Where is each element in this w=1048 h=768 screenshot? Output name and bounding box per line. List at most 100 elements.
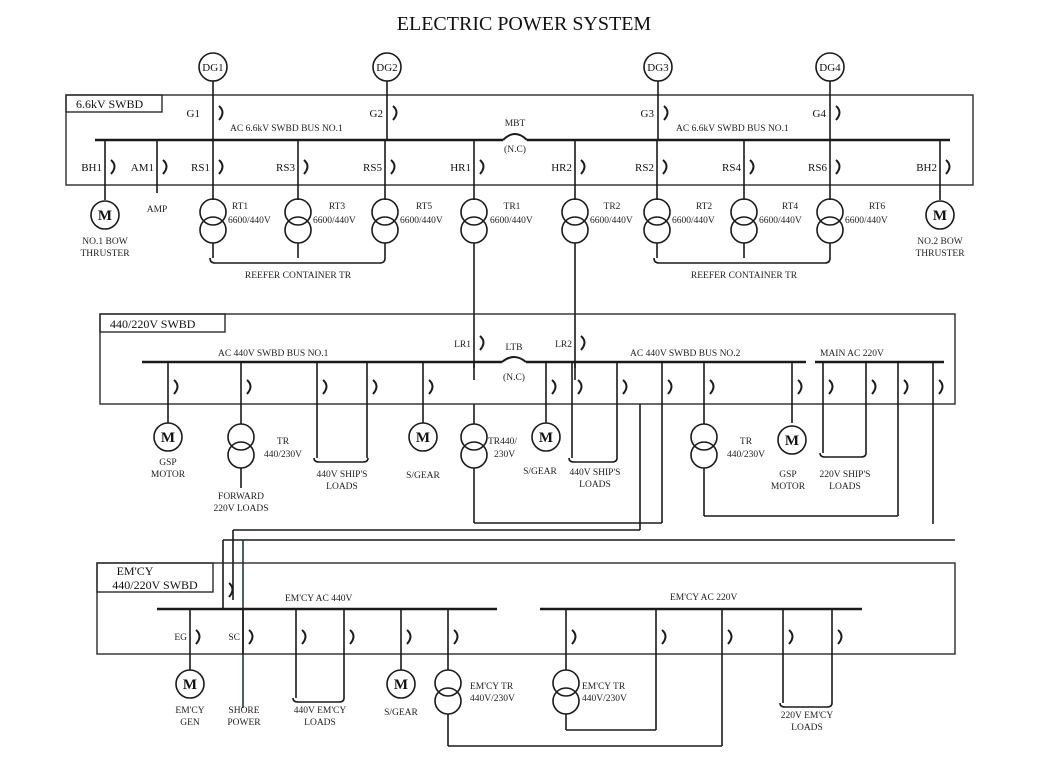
lv-swbd-frame (99, 313, 956, 405)
feeder-hr1: HR1 TR1 6600/440V (450, 140, 533, 244)
feeder-hr2: HR2 TR2 6600/440V (551, 140, 633, 244)
svg-text:S/GEAR: S/GEAR (406, 471, 440, 481)
svg-text:HR2: HR2 (551, 162, 572, 174)
svg-text:EM'CY TR: EM'CY TR (470, 682, 514, 692)
transformer-rt5 (371, 198, 399, 244)
svg-text:MOTOR: MOTOR (151, 470, 186, 480)
em-breaker-4 (343, 609, 355, 654)
svg-text:THRUSTER: THRUSTER (80, 249, 130, 259)
lr2-breaker (580, 335, 586, 351)
lv-breaker-13 (865, 362, 877, 404)
svg-text:M: M (183, 677, 197, 693)
svg-text:FORWARD: FORWARD (218, 492, 264, 502)
svg-text:RS6: RS6 (808, 162, 827, 174)
svg-text:M: M (161, 430, 175, 446)
svg-text:RT3: RT3 (329, 202, 346, 212)
feeder-rs5: RS5 RT5 6600/440V (363, 140, 443, 258)
em-breaker-11 (831, 609, 843, 654)
steering-gear-emergency-motor (386, 669, 416, 699)
svg-text:BH1: BH1 (81, 162, 102, 174)
svg-text:6600/440V: 6600/440V (313, 216, 356, 226)
feeder-rs4: RS4 RT4 6600/440V (722, 140, 802, 258)
feeder-bh2: BH2 M NO.2 BOW THRUSTER (915, 140, 965, 259)
lv-breaker-4 (366, 362, 378, 404)
ltb-state: (N.C) (503, 372, 525, 383)
hv-switchboard: 6.6kV SWBD AC 6.6kV SWBD BUS NO.1 AC 6.6… (65, 52, 974, 281)
breaker-g3-label: G3 (641, 108, 655, 120)
svg-text:220V EM'CY: 220V EM'CY (781, 711, 834, 721)
em-breaker-2 (242, 609, 254, 654)
steering-gear-left-motor (408, 422, 438, 452)
svg-text:RT6: RT6 (869, 202, 886, 212)
svg-text:6600/440V: 6600/440V (228, 216, 271, 226)
reefer-bracket-right (653, 257, 831, 264)
transformer-rt2 (643, 198, 671, 244)
mbt-breaker (502, 133, 528, 141)
svg-text:M: M (933, 208, 947, 224)
sc-label: SC (228, 633, 240, 643)
em-swbd-label-2: 440/220V SWBD (112, 578, 198, 592)
transformer-rt1 (199, 198, 227, 244)
svg-text:RS1: RS1 (191, 162, 210, 174)
lv-breaker-11 (791, 362, 803, 404)
em-loads: M EM'CY GEN SHORE POWER 440V EM'CY LOADS… (175, 654, 834, 747)
reefer-group-right-label: REEFER CONTAINER TR (691, 271, 798, 281)
svg-text:M: M (98, 208, 112, 224)
svg-text:NO.2 BOW: NO.2 BOW (917, 237, 962, 247)
svg-text:LOADS: LOADS (304, 718, 336, 728)
svg-text:DG2: DG2 (376, 62, 397, 74)
svg-text:M: M (785, 433, 799, 449)
svg-text:GSP: GSP (779, 470, 796, 480)
svg-text:M: M (539, 430, 553, 446)
svg-text:S/GEAR: S/GEAR (384, 708, 418, 718)
em-breaker-1 (189, 609, 201, 654)
lr1-label: LR1 (454, 340, 471, 350)
hv-swbd-label-box (65, 94, 163, 113)
svg-text:220V LOADS: 220V LOADS (214, 504, 269, 514)
em-breaker-6 (447, 609, 459, 654)
em-bus-220-label: EM'CY AC 220V (670, 593, 737, 603)
svg-text:6600/440V: 6600/440V (400, 216, 443, 226)
lv-breaker-8 (616, 362, 628, 404)
feeder-am1: AM1 AMP (131, 140, 168, 215)
lv-breaker-3 (316, 362, 328, 404)
em-swbd-label-1: EM'CY (117, 564, 154, 578)
emergency-transformer-2 (552, 669, 580, 715)
lv-breaker-5 (422, 362, 434, 404)
lv-breaker-12 (822, 362, 834, 404)
svg-text:440/230V: 440/230V (264, 450, 302, 460)
svg-text:EM'CY TR: EM'CY TR (582, 682, 626, 692)
svg-text:220V SHIP'S: 220V SHIP'S (820, 470, 871, 480)
em-switchboard: EM'CY 440/220V SWBD EM'CY AC 440V EM'CY … (96, 539, 956, 708)
svg-text:RT2: RT2 (696, 202, 713, 212)
transformer-right (690, 423, 718, 469)
em-feeder-breakers (189, 609, 843, 654)
breaker-g4-label: G4 (813, 108, 827, 120)
generator-dg1: DG1 G1 (187, 52, 228, 140)
em-breaker-9 (721, 609, 733, 654)
svg-text:S/GEAR: S/GEAR (523, 467, 557, 477)
svg-text:SHORE: SHORE (228, 706, 259, 716)
transformer-rt6 (816, 198, 844, 244)
emergency-transformer-1 (434, 669, 462, 715)
gsp-motor-left (153, 422, 183, 452)
svg-text:NO.1 BOW: NO.1 BOW (82, 237, 127, 247)
transformer-rt4 (730, 198, 758, 244)
feeder-bh1: BH1 M NO.1 BOW THRUSTER (80, 140, 130, 259)
hv-bus-left-label: AC 6.6kV SWBD BUS NO.1 (230, 124, 343, 134)
lv-swbd-label: 440/220V SWBD (110, 317, 196, 331)
lr2-label: LR2 (555, 340, 572, 350)
lv-bus-1-label: AC 440V SWBD BUS NO.1 (218, 349, 329, 359)
lv-breaker-14 (897, 362, 909, 404)
svg-text:6600/440V: 6600/440V (590, 216, 633, 226)
em-swbd-frame (96, 562, 956, 655)
generator-dg3: DG3 G3 (641, 52, 673, 140)
em-swbd-label-box (96, 562, 214, 593)
hv-bus-right-label: AC 6.6kV SWBD BUS NO.1 (676, 124, 789, 134)
em-breaker-10 (782, 609, 794, 654)
svg-text:BH2: BH2 (916, 162, 937, 174)
lv-loads: M GSP MOTOR TR 440/230V FORWARD 220V LOA… (151, 404, 934, 600)
transformer-forward (227, 423, 255, 469)
breaker-g1-label: G1 (187, 108, 200, 120)
